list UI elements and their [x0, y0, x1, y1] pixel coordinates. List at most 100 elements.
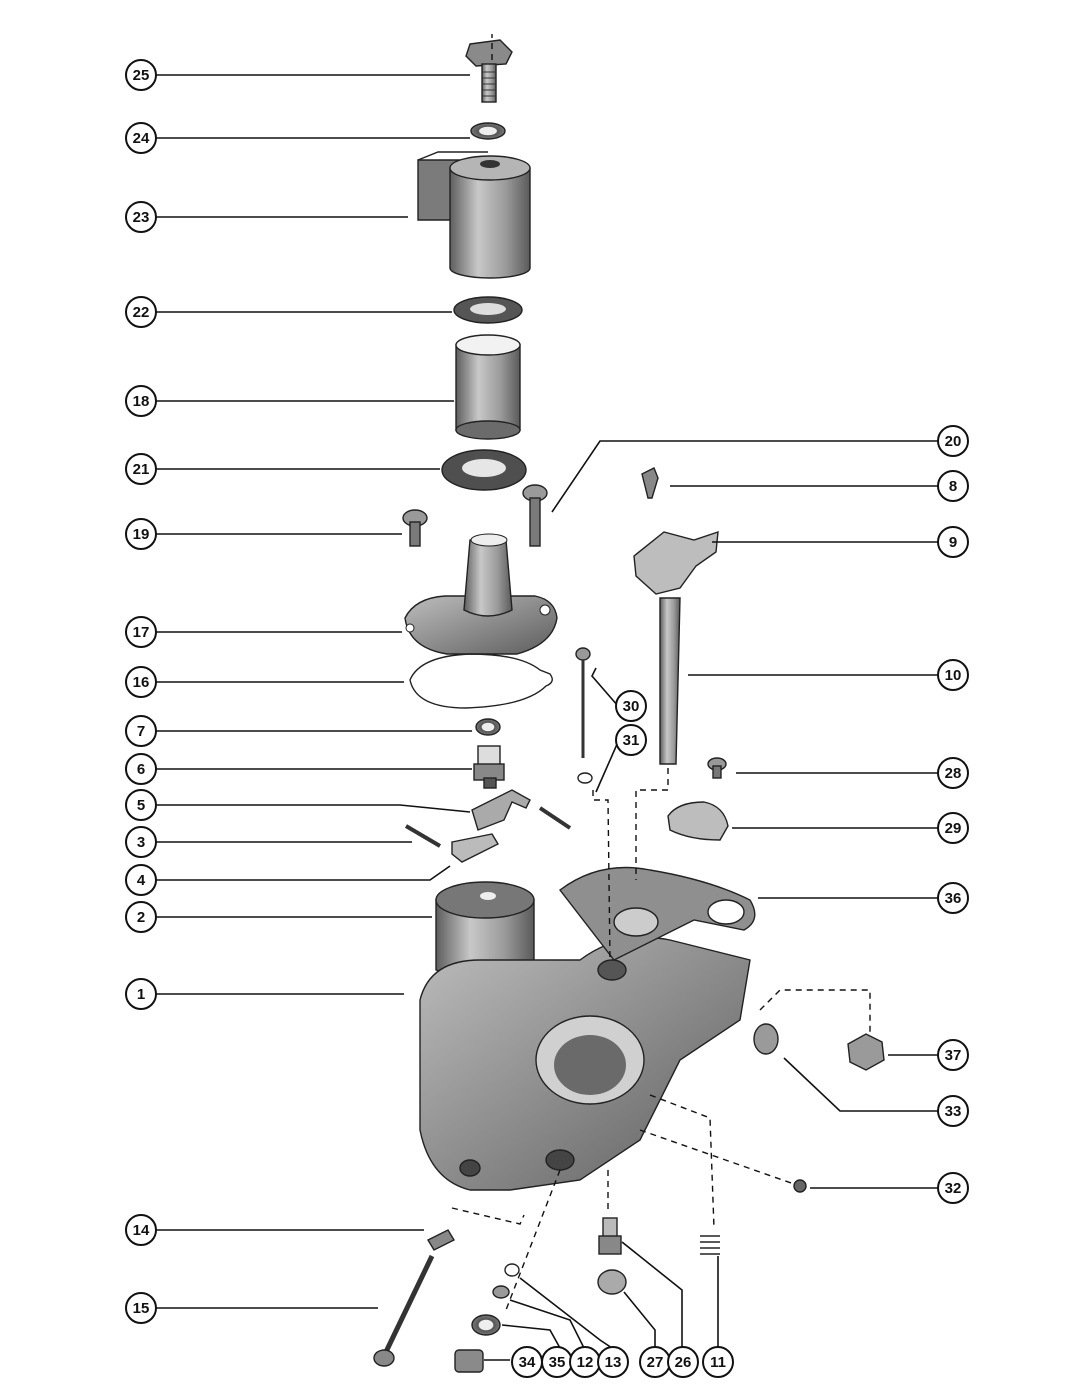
- svg-text:20: 20: [945, 433, 962, 450]
- svg-text:15: 15: [133, 1300, 150, 1317]
- callout-16: 16: [125, 666, 157, 698]
- svg-text:37: 37: [945, 1047, 962, 1064]
- gasket-part-16: [409, 653, 553, 709]
- callout-37: 37: [937, 1039, 969, 1071]
- screw-part-20: [522, 484, 548, 547]
- svg-text:31: 31: [623, 732, 640, 749]
- svg-text:13: 13: [605, 1354, 622, 1371]
- callout-15: 15: [125, 1292, 157, 1324]
- svg-text:1: 1: [137, 986, 145, 1003]
- svg-text:28: 28: [945, 765, 962, 782]
- svg-text:19: 19: [133, 526, 150, 543]
- leader-lines: [156, 34, 938, 1361]
- svg-text:29: 29: [945, 820, 962, 837]
- callout-27: 27: [639, 1346, 671, 1378]
- svg-text:10: 10: [945, 667, 962, 684]
- plug-part-34: [454, 1349, 484, 1373]
- svg-text:16: 16: [133, 674, 150, 691]
- callout-8: 8: [937, 470, 969, 502]
- callout-25: 25: [125, 59, 157, 91]
- sleeve-part-18: [455, 334, 521, 440]
- svg-text:5: 5: [137, 797, 145, 814]
- svg-text:8: 8: [949, 478, 957, 495]
- lever-part-9: [633, 530, 719, 595]
- callout-6: 6: [125, 753, 157, 785]
- svg-text:4: 4: [137, 872, 146, 889]
- callout-22: 22: [125, 296, 157, 328]
- callout-11: 11: [702, 1346, 734, 1378]
- callout-24: 24: [125, 122, 157, 154]
- callouts: 25 24 23 22 1 8 21 19 17 16 7 6 5 3 4 2 1…: [125, 59, 969, 1378]
- clip-part-4: [451, 833, 499, 863]
- callout-31: 31: [615, 724, 647, 756]
- callout-28: 28: [937, 757, 969, 789]
- parts-layer: [373, 39, 885, 1373]
- svg-text:21: 21: [133, 461, 150, 478]
- ring-part-31: [577, 772, 593, 784]
- svg-text:35: 35: [549, 1354, 566, 1371]
- svg-text:32: 32: [945, 1180, 962, 1197]
- svg-text:24: 24: [133, 130, 150, 147]
- screw-part-8: [641, 467, 659, 499]
- callout-23: 23: [125, 201, 157, 233]
- screw-part-19: [402, 509, 428, 547]
- callout-12: 12: [569, 1346, 601, 1378]
- svg-text:12: 12: [577, 1354, 594, 1371]
- svg-text:34: 34: [519, 1354, 536, 1371]
- washer-part-24: [470, 122, 506, 140]
- svg-text:26: 26: [675, 1354, 692, 1371]
- shaft-part-10: [659, 597, 681, 765]
- callout-2: 2: [125, 901, 157, 933]
- bracket-part-5: [471, 789, 531, 831]
- callout-30: 30: [615, 690, 647, 722]
- callout-33: 33: [937, 1095, 969, 1127]
- housing-part-23: [417, 151, 531, 279]
- needle-part-15: [373, 1254, 435, 1367]
- cap-part-27: [597, 1269, 627, 1295]
- callout-17: 17: [125, 616, 157, 648]
- spring-part-11: [700, 1235, 720, 1255]
- callout-3: 3: [125, 826, 157, 858]
- callout-20: 20: [937, 425, 969, 457]
- callout-19: 19: [125, 518, 157, 550]
- callout-7: 7: [125, 715, 157, 747]
- gasket-part-35: [471, 1314, 501, 1336]
- bolt-part-25: [465, 39, 513, 103]
- callout-1: 1: [125, 978, 157, 1010]
- screw-part-28: [707, 757, 727, 779]
- svg-text:2: 2: [137, 909, 145, 926]
- spring-part-14: [427, 1229, 455, 1251]
- callout-36: 36: [937, 882, 969, 914]
- cover-part-17: [404, 533, 558, 655]
- callout-14: 14: [125, 1214, 157, 1246]
- callout-21: 21: [125, 453, 157, 485]
- valve-part-6: [473, 745, 505, 789]
- nut-part-37: [847, 1033, 885, 1071]
- housing-part-2: [435, 881, 535, 979]
- callout-10: 10: [937, 659, 969, 691]
- svg-text:27: 27: [647, 1354, 664, 1371]
- svg-text:23: 23: [133, 209, 150, 226]
- callout-4: 4: [125, 864, 157, 896]
- float-part-29: [667, 801, 729, 841]
- callout-9: 9: [937, 526, 969, 558]
- plug-part-32: [793, 1179, 807, 1193]
- callout-32: 32: [937, 1172, 969, 1204]
- pump-body-part-1: [419, 866, 756, 1191]
- ring-part-13: [504, 1263, 520, 1277]
- svg-text:3: 3: [137, 834, 145, 851]
- svg-text:30: 30: [623, 698, 640, 715]
- callout-5: 5: [125, 789, 157, 821]
- callout-26: 26: [667, 1346, 699, 1378]
- svg-text:6: 6: [137, 761, 145, 778]
- washer-part-7: [475, 718, 501, 736]
- svg-text:14: 14: [133, 1222, 150, 1239]
- svg-text:17: 17: [133, 624, 150, 641]
- pin-part-3: [404, 824, 442, 848]
- plug-part-33: [753, 1023, 779, 1055]
- callout-13: 13: [597, 1346, 629, 1378]
- jet-part-26: [598, 1217, 622, 1255]
- svg-text:25: 25: [133, 67, 150, 84]
- svg-text:33: 33: [945, 1103, 962, 1120]
